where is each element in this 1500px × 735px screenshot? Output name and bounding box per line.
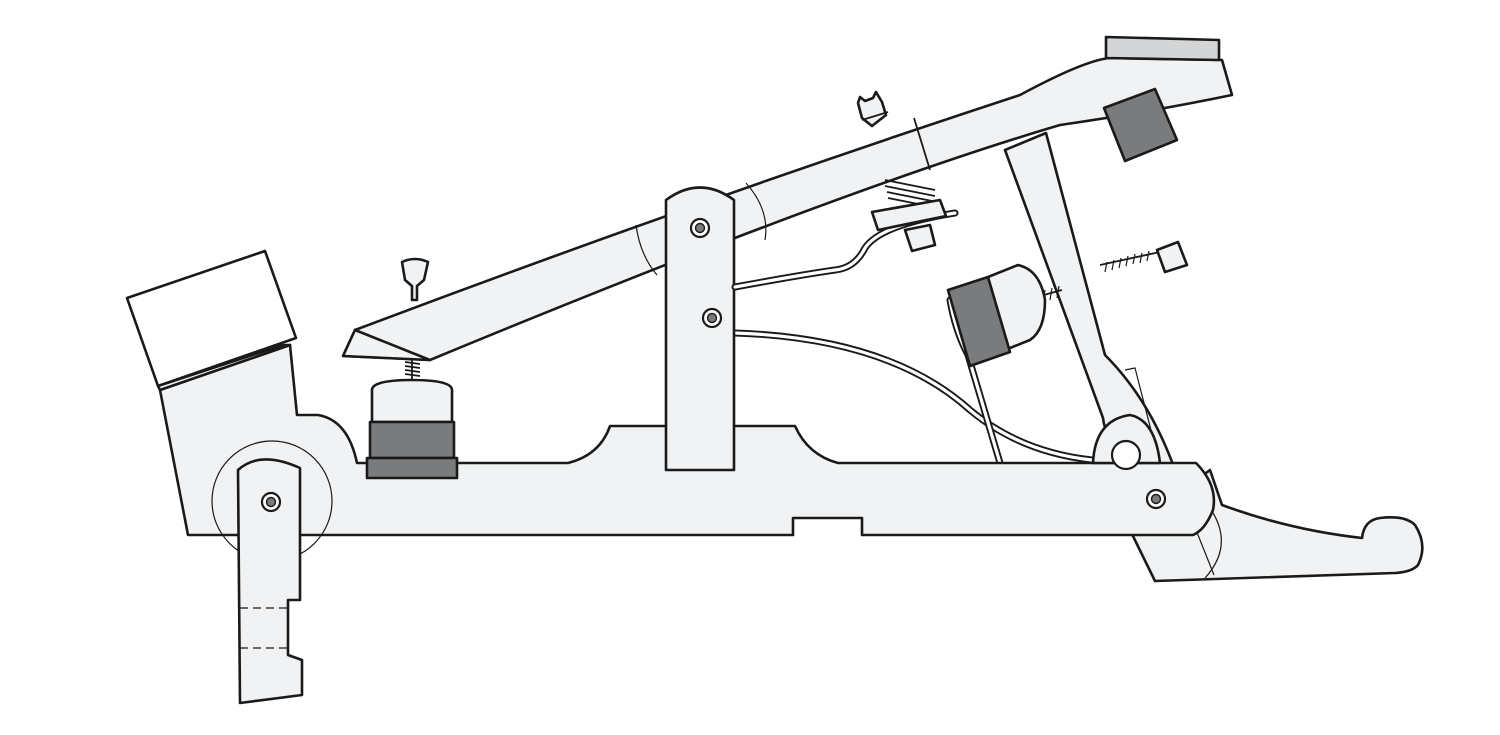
vertical-bracket <box>664 186 736 472</box>
adjuster-screw <box>1039 240 1189 303</box>
rear-block <box>125 249 298 392</box>
upper-lever-arm <box>341 56 1234 362</box>
bumper-cylinder <box>365 378 459 480</box>
strut-hinge <box>1091 413 1162 471</box>
top-pad <box>1104 35 1221 62</box>
nut-bolt <box>870 179 948 253</box>
wire-spring <box>731 329 1096 464</box>
compression-spring <box>404 358 421 380</box>
friction-pad <box>1102 87 1179 163</box>
wing-screw <box>400 257 430 302</box>
pivot-bolt <box>1145 488 1167 510</box>
strut-bumper <box>946 263 1047 368</box>
left-latch-plate <box>236 458 304 705</box>
top-screw <box>856 90 889 128</box>
